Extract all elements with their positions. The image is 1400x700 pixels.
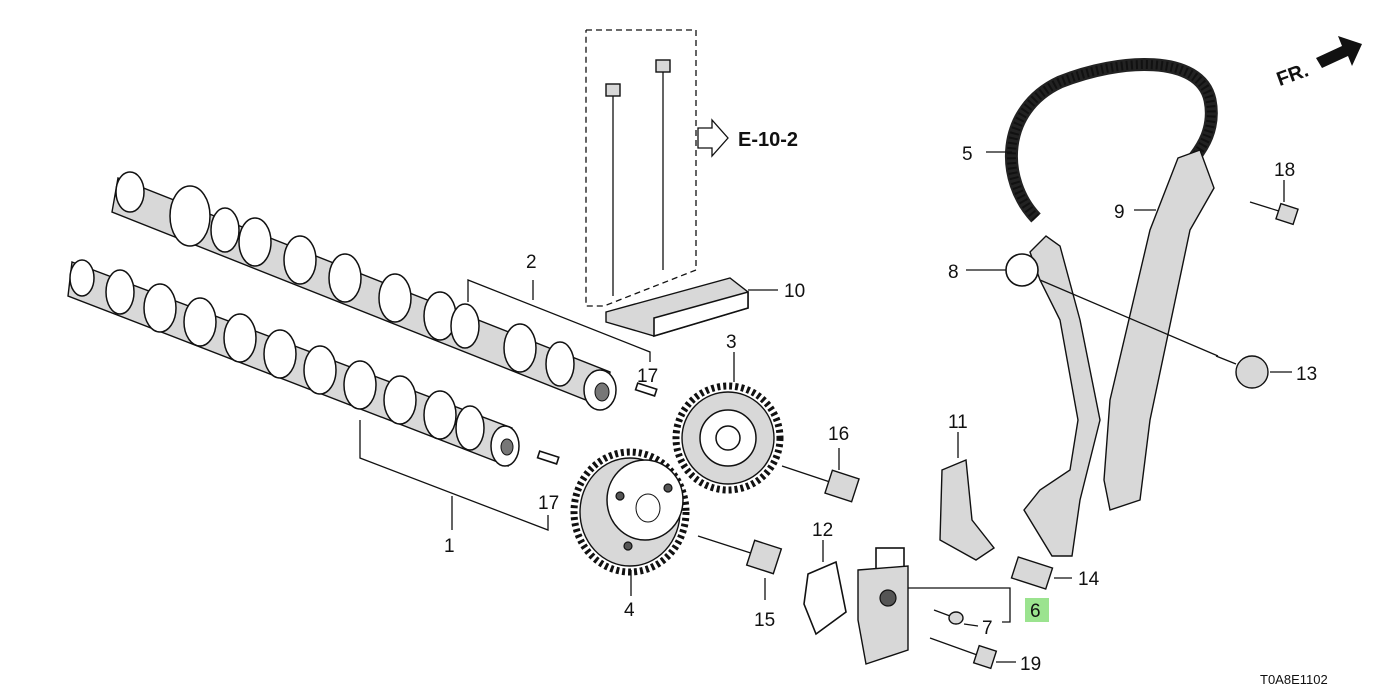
part-label-17-upper: 17 [637,366,658,387]
part-label-6[interactable]: 6 [1030,601,1041,622]
part-label-14: 14 [1078,569,1100,590]
part-label-18: 18 [1274,160,1295,181]
cam-sprocket-3 [672,382,784,494]
part-label-4: 4 [624,600,635,621]
lower-camshaft [67,259,520,467]
bolt-15 [697,535,783,575]
vtc-actuator-4 [570,448,690,576]
bolt-18 [1249,201,1299,226]
chain-guide-9 [1103,149,1215,511]
upper-camshaft [111,171,617,411]
front-label: FR. [1274,59,1312,91]
part-7 [933,609,964,625]
reference-label[interactable]: E-10-2 [738,129,798,151]
part-label-11: 11 [948,412,968,433]
tensioner-6 [857,547,909,665]
part-label-13: 13 [1296,364,1317,385]
bolt-13 [1215,355,1269,389]
timing-chain-5 [1004,58,1218,223]
bolt-14 [1010,556,1054,590]
part-label-1: 1 [444,536,455,557]
highlight-box [1025,598,1049,622]
part-label-2: 2 [526,252,537,273]
bolt-kit-box [585,29,749,338]
part-label-15: 15 [754,610,775,631]
gasket-12 [803,560,847,636]
part-label-9: 9 [1114,202,1125,223]
part-label-5: 5 [962,144,973,165]
part-label-17-lower: 17 [538,493,559,514]
part-label-3: 3 [726,332,737,353]
part-label-10: 10 [784,281,805,302]
part-label-8: 8 [948,262,959,283]
bolt-19 [929,637,998,670]
part-label-7: 7 [982,618,993,639]
bolt-16 [781,465,860,503]
part-label-19: 19 [1020,654,1041,675]
part-label-12: 12 [812,520,833,541]
diagram-code: T0A8E1102 [1260,672,1328,687]
tensioner-arm-8 [1023,235,1101,557]
dowel-pin-lower [536,450,560,465]
front-arrow-icon [1316,36,1362,68]
chain-guide-11 [939,458,996,561]
part-label-16: 16 [828,424,849,445]
dowel-pin-upper [634,382,658,397]
